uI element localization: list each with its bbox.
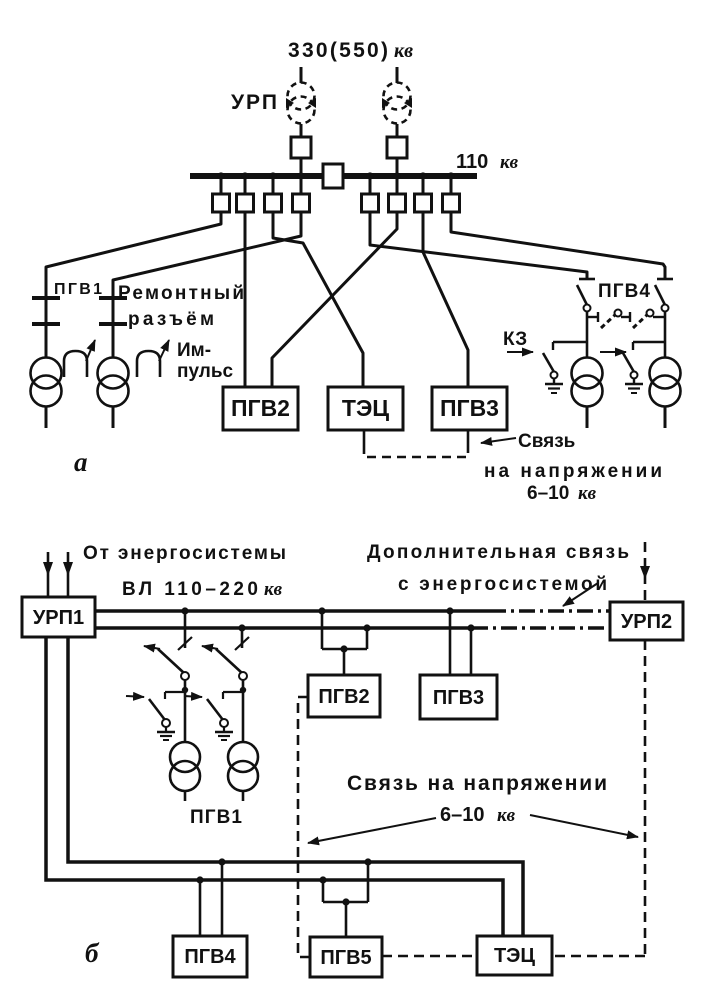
pgv3-box	[430, 385, 509, 432]
transformer-icon	[570, 356, 604, 390]
link-note-b-line2: 6–10	[440, 804, 485, 826]
link-note-line1: Связь	[518, 431, 575, 452]
pgv2-tap	[320, 611, 369, 675]
extra-link-label-2: с энергосистемой	[398, 574, 607, 595]
pgv2-b-box-label: ПГВ2	[318, 686, 369, 708]
short-circuiter-icon	[507, 340, 587, 394]
link-note-line3-unit: кв	[578, 483, 597, 504]
pgv5-b-box	[308, 935, 384, 979]
feeder-breaker-icons	[211, 179, 461, 214]
kz-label: КЗ	[503, 329, 527, 350]
dashed-links-6-10kv	[296, 695, 477, 959]
bus-voltage-unit: кв	[500, 152, 519, 173]
pgv4-tap	[198, 862, 224, 936]
pgv3-b-box-label: ПГВ3	[433, 687, 484, 709]
urp2-box	[608, 600, 685, 642]
from-grid-label: От энергосистемы	[83, 543, 286, 564]
urp2-box-label: УРП2	[621, 611, 672, 633]
tets-box-label: ТЭЦ	[342, 395, 389, 421]
pgv4-branches	[507, 277, 682, 428]
transformer-icon	[226, 740, 260, 774]
link-note-b-arrow-left	[307, 817, 437, 846]
part-a-label: а	[74, 447, 88, 477]
urp1-box	[20, 595, 97, 639]
link-note-b-line2-unit: кв	[497, 805, 516, 826]
pgv4-b-box-label: ПГВ4	[184, 946, 236, 968]
extra-link-label-1: Дополнительная связь	[367, 542, 629, 563]
transformer-icon	[29, 356, 63, 390]
pgv1-branches	[29, 267, 170, 428]
repair-joint-label-2: разъём	[128, 309, 214, 330]
short-circuiter-icon	[600, 340, 665, 394]
grid-supply-arrows	[43, 552, 73, 596]
pgv2-box	[221, 385, 300, 432]
diagram-a: 330(550) кв УРП	[29, 39, 682, 504]
pgv4-label: ПГВ4	[598, 281, 650, 302]
repair-joint-label-1: Ремонтный	[118, 283, 244, 304]
bus-section-breaker-icon	[321, 162, 345, 190]
transformer-icon	[648, 356, 682, 390]
urp1-box-label: УРП1	[33, 607, 84, 629]
pgv5-tap	[321, 862, 370, 937]
link-note-b-line1: Связь на напряжении	[347, 772, 607, 795]
urp-transformer-icon	[286, 67, 316, 174]
tets-b-box	[475, 934, 554, 977]
pgv4-b-box	[171, 934, 249, 979]
pgv5-b-box-label: ПГВ5	[320, 947, 371, 969]
link-note-arrow	[480, 436, 517, 446]
bus-voltage-label: 110	[456, 151, 488, 173]
line-voltage-unit: кв	[264, 579, 283, 600]
diagram-b: От энергосистемы ВЛ 110–220 кв Дополните…	[20, 542, 685, 979]
transformer-icon	[96, 356, 130, 390]
impulse-label-1: Им-	[177, 340, 211, 361]
pgv1-feeder	[125, 611, 202, 801]
link-note-b-arrow-right	[529, 814, 639, 840]
tets-b-box-label: ТЭЦ	[494, 945, 535, 967]
pgv2-b-box	[306, 673, 382, 719]
transformer-icon	[168, 740, 202, 774]
pgv3-box-label: ПГВ3	[440, 395, 499, 421]
cable-termination-icon	[135, 349, 162, 377]
urp-label: УРП	[231, 91, 277, 114]
urp-transformer-icon	[382, 67, 412, 174]
busbar-110kv	[190, 162, 477, 190]
pgv1-feeder	[183, 628, 260, 801]
pgv3-tap	[448, 611, 473, 675]
link-note-line3: 6–10	[527, 483, 569, 504]
link-note-line2: на напряжении	[484, 461, 662, 482]
link-6-10kv-a	[362, 430, 470, 459]
extra-link-arrow	[562, 582, 599, 607]
voltage-330-550-label: 330(550)	[288, 39, 388, 62]
pgv1-b-label: ПГВ1	[190, 807, 242, 828]
voltage-330-550-unit: кв	[394, 40, 413, 62]
pgv2-box-label: ПГВ2	[231, 395, 290, 421]
line-voltage-label: ВЛ 110–220	[122, 579, 258, 600]
pgv1-label: ПГВ1	[54, 281, 102, 298]
line-110-220kv	[95, 607, 610, 632]
impulse-label-2: пульс	[177, 361, 234, 382]
tets-box	[326, 385, 405, 432]
pgv3-b-box	[418, 673, 499, 721]
cable-termination-icon	[62, 349, 89, 377]
urp2-dashed-tie	[552, 542, 650, 958]
part-b-label: б	[85, 938, 100, 968]
